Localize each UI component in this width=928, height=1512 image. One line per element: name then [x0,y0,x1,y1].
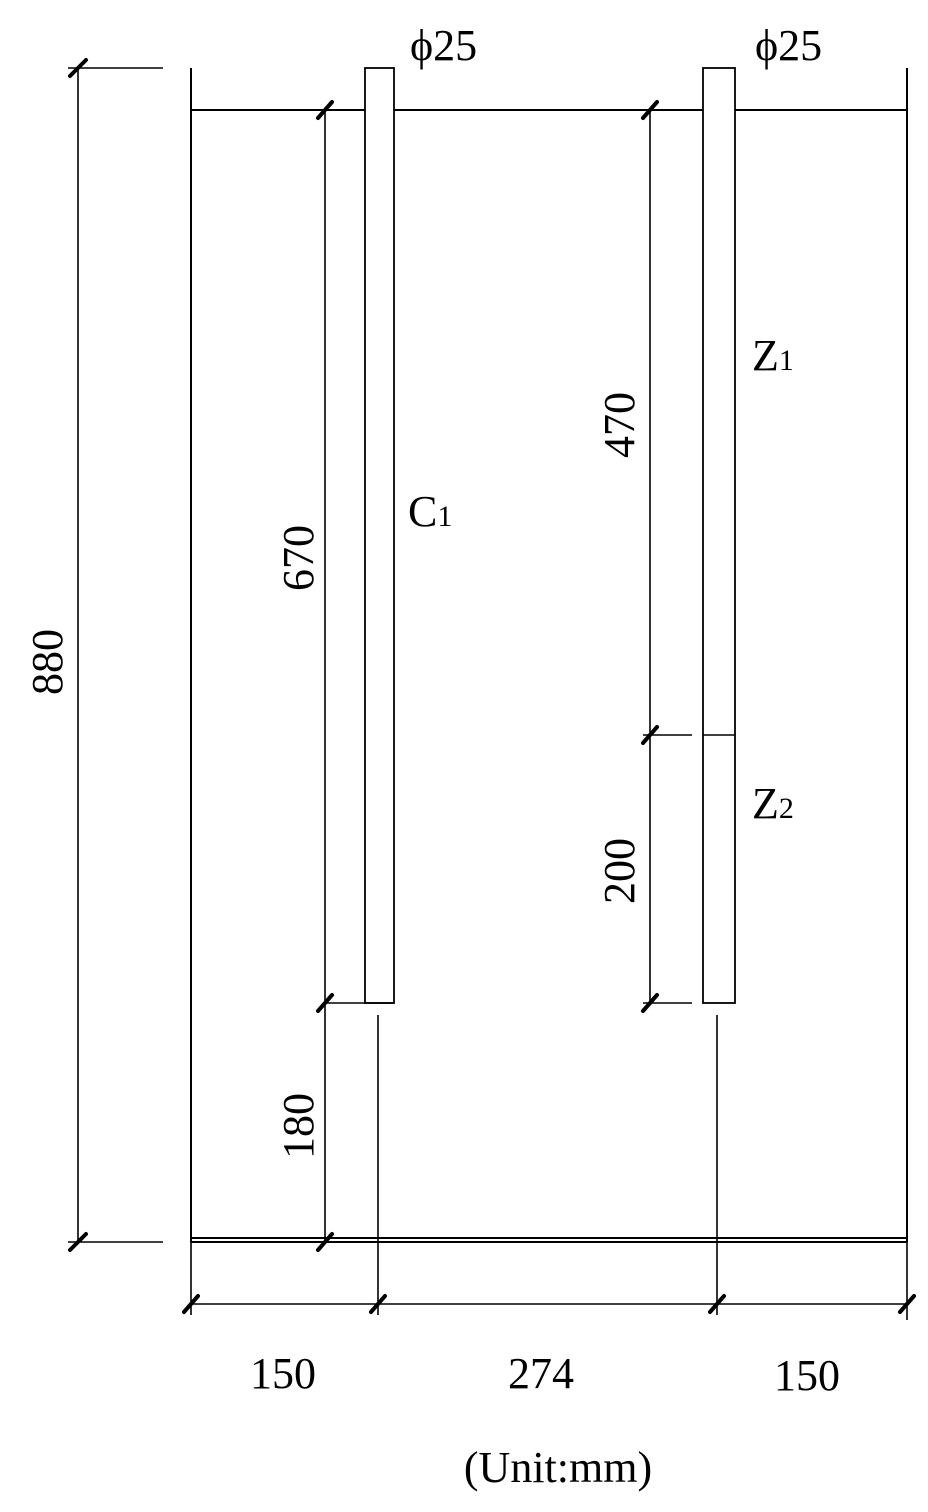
label-z2-main: Z [752,779,779,828]
label-z1-sub: 1 [779,344,794,377]
dimension-880 [68,58,163,1252]
dimension-470-200 [641,100,659,1013]
dim-value-bottom-middle: 274 [508,1349,574,1398]
dim-value-bottom-right: 150 [774,1351,840,1400]
specimen-outline [190,68,908,1243]
label-c1: C1 [408,487,452,536]
dim-value-880: 880 [23,629,72,695]
dim-value-bottom-left: 150 [250,1349,316,1398]
label-z2-sub: 2 [779,792,794,825]
label-z2: Z2 [752,779,794,828]
unit-note: (Unit:mm) [464,1443,652,1492]
left-diameter-label: ϕ25 [410,21,477,70]
rebar-z1-z2 [643,67,736,1004]
label-c1-main: C [408,487,437,536]
rebar-c1 [325,67,395,1004]
label-z1-main: Z [752,331,779,380]
label-z1: Z1 [752,331,794,380]
dim-value-200: 200 [595,838,644,904]
dim-value-670: 670 [274,525,323,591]
dim-value-180: 180 [274,1093,323,1159]
right-diameter-label: ϕ25 [755,21,822,70]
dimension-670-180 [316,100,334,1252]
dim-value-470: 470 [595,392,644,458]
label-c1-sub: 1 [437,500,452,533]
dimension-bottom [182,1015,916,1320]
